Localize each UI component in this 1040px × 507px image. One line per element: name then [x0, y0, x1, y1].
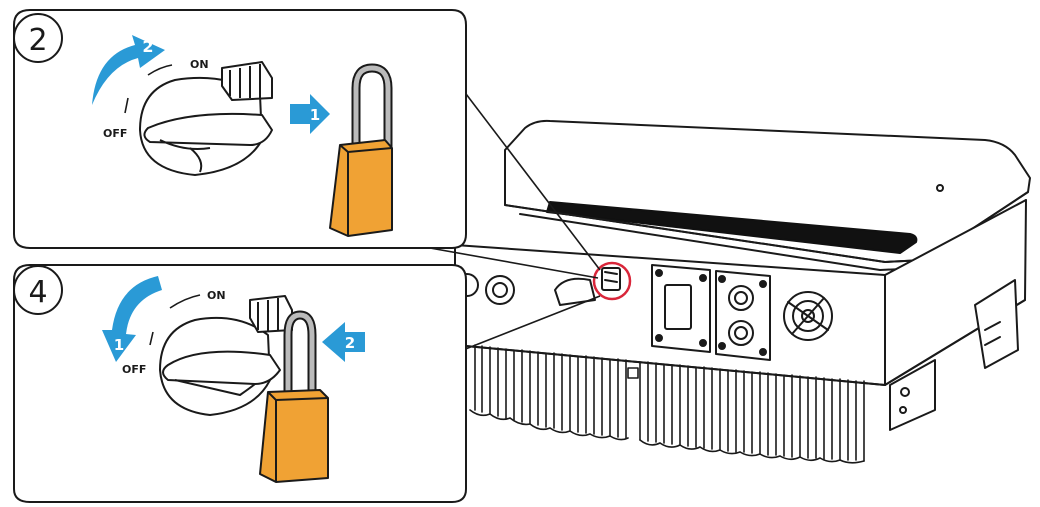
step-panel-4: 4 1 ON OFF 2 — [13, 264, 467, 503]
rotary-switch-icon — [159, 295, 293, 416]
rotary-switch-icon — [139, 61, 273, 176]
step-number: 4 — [28, 275, 47, 310]
inverter-device-icon — [454, 119, 1031, 464]
step-number: 2 — [28, 23, 47, 58]
padlock-icon — [259, 310, 329, 483]
padlock-icon — [329, 63, 393, 237]
svg-text:2: 2 — [345, 334, 355, 352]
rotate-arrow-icon: 2 — [92, 35, 165, 105]
off-label: OFF — [122, 363, 146, 376]
switch-highlight-circle — [592, 261, 632, 301]
on-label: ON — [207, 289, 226, 302]
callout-lines — [429, 89, 601, 351]
step-number-badge — [13, 265, 63, 315]
on-label: ON — [190, 58, 209, 71]
svg-text:1: 1 — [310, 106, 320, 124]
svg-text:1: 1 — [114, 336, 124, 354]
off-label: OFF — [103, 127, 127, 140]
svg-text:2: 2 — [142, 37, 153, 56]
rotate-arrow-icon: 1 — [102, 276, 162, 362]
step-number-badge — [13, 13, 63, 63]
push-arrow-icon: 1 — [290, 94, 330, 134]
step-panel-2: 2 2 ON OFF 1 — [13, 9, 467, 249]
push-arrow-icon: 2 — [322, 322, 365, 362]
